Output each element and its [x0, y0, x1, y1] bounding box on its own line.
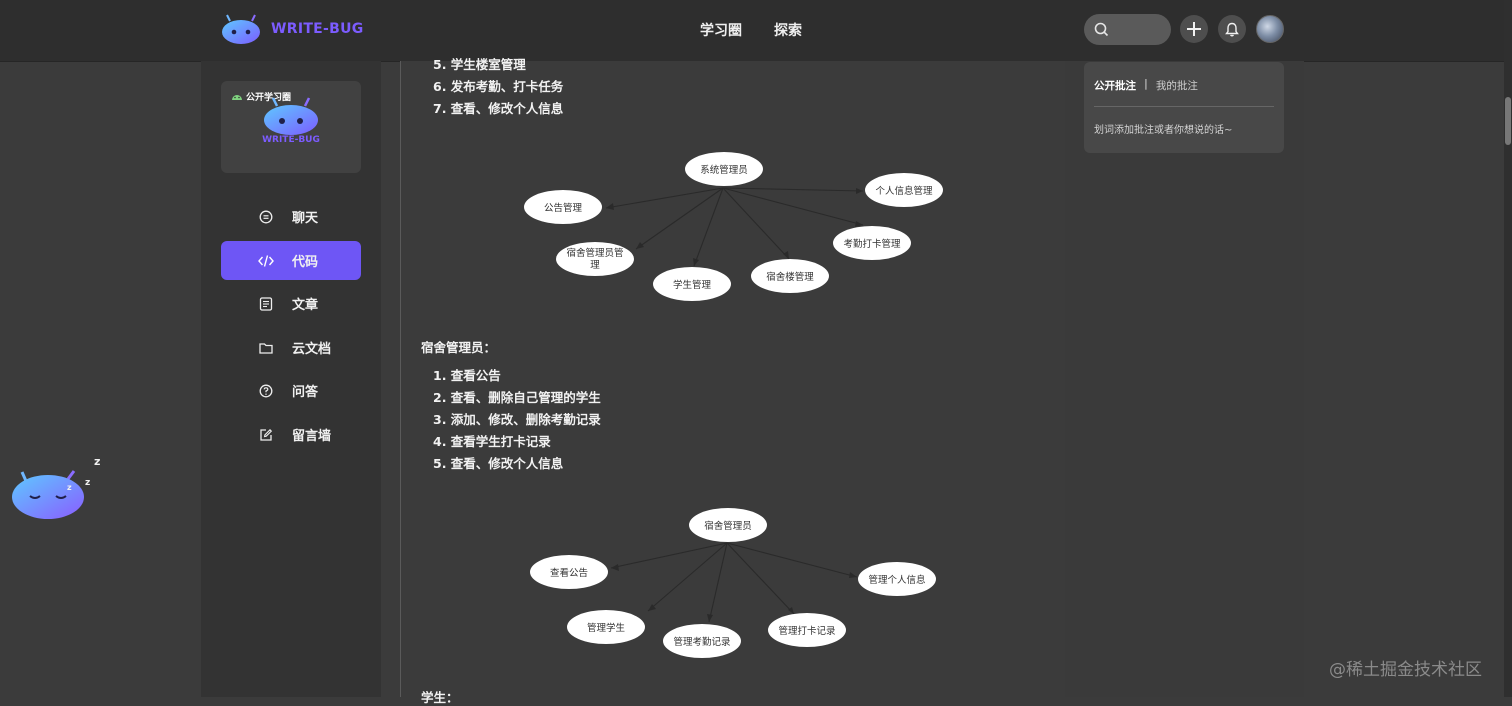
diagram-node: 理 — [590, 260, 600, 271]
list-item: 1. 查看公告 — [433, 368, 501, 383]
tab-my-annotations[interactable]: 我的批注 — [1155, 80, 1198, 92]
list-item: 4. 查看学生打卡记录 — [433, 434, 551, 449]
main-nav: 学习圈 探索 — [700, 20, 802, 40]
search-icon — [1094, 22, 1109, 37]
nav-item-explore[interactable]: 探索 — [774, 23, 802, 39]
sidebar-item-code[interactable]: 代码 — [221, 240, 361, 280]
list-item: 3. 添加、修改、删除考勤记录 — [433, 412, 601, 427]
brand-name: WRITE-BUG — [271, 21, 364, 37]
code-icon — [258, 254, 274, 267]
scrollbar-track[interactable] — [1504, 0, 1512, 697]
diagram-node: 个人信息管理 — [875, 185, 933, 197]
sidebar-item-qa[interactable]: 问答 — [221, 371, 361, 410]
tab-separator: | — [1144, 78, 1148, 90]
edit-icon — [260, 428, 273, 441]
bell-icon — [1225, 22, 1239, 36]
article-content: 5. 学生楼室管理 6. 发布考勤、打卡任务 7. 查看、修改个人信息 — [400, 57, 1066, 705]
robot-mascot-icon — [264, 97, 318, 135]
annotation-tabs: 公开批注 | 我的批注 — [1094, 78, 1198, 93]
annotation-panel — [1065, 61, 1304, 697]
annotation-hint: 划词添加批注或者你想说的话~ — [1094, 125, 1233, 136]
diagram-node: 学生管理 — [673, 279, 712, 291]
dorm-admin-diagram: 宿舍管理员 查看公告 管理个人信息 管理学生 管理考勤记录 管理打卡记录 — [530, 508, 936, 658]
tab-public-annotations[interactable]: 公开批注 — [1094, 80, 1136, 92]
sidebar-item-label: 聊天 — [292, 211, 319, 226]
search-input[interactable] — [1084, 14, 1171, 45]
watermark: @稀土掘金技术社区 — [1329, 660, 1482, 680]
folder-icon — [259, 342, 273, 354]
question-icon — [259, 384, 273, 398]
list-item: 2. 查看、删除自己管理的学生 — [433, 390, 601, 405]
diagram-node: 宿舍管理员管 — [566, 247, 623, 259]
diagram-node: 查看公告 — [550, 567, 588, 579]
dorm-admin-heading: 宿舍管理员： — [421, 340, 497, 355]
sleeping-mascot-icon[interactable]: z z z — [10, 455, 106, 525]
robot-logo-icon — [222, 14, 260, 44]
diagram-node: 管理打卡记录 — [778, 625, 836, 637]
sidebar-item-chat[interactable]: 聊天 — [221, 197, 361, 236]
card-brand-name: WRITE-BUG — [262, 135, 320, 145]
list-item: 5. 学生楼室管理 — [433, 57, 526, 72]
list-item: 7. 查看、修改个人信息 — [433, 101, 564, 116]
diagram-node: 公告管理 — [544, 202, 583, 214]
chat-icon — [259, 210, 273, 224]
dorm-admin-feature-list: 1. 查看公告 2. 查看、删除自己管理的学生 3. 添加、修改、删除考勤记录 … — [433, 365, 601, 475]
svg-text:z: z — [94, 455, 100, 468]
list-item: 6. 发布考勤、打卡任务 — [433, 79, 564, 94]
diagram-node-center: 系统管理员 — [700, 164, 748, 176]
avatar[interactable] — [1256, 15, 1284, 43]
svg-text:z: z — [67, 483, 72, 492]
scrollbar-thumb[interactable] — [1505, 97, 1511, 145]
plus-icon — [1187, 22, 1201, 36]
notifications-button[interactable] — [1218, 15, 1246, 43]
public-circle-tag: 公开学习圈 — [231, 90, 291, 103]
admin-feature-list: 5. 学生楼室管理 6. 发布考勤、打卡任务 7. 查看、修改个人信息 — [433, 54, 563, 120]
sidebar-item-label: 问答 — [292, 385, 319, 400]
sidebar-item-label: 代码 — [292, 254, 319, 270]
list-item: 5. 查看、修改个人信息 — [433, 456, 564, 471]
top-navigation-bar: WRITE-BUG 学习圈 探索 — [0, 0, 1512, 62]
svg-text:z: z — [85, 478, 90, 488]
diagram-node: 考勤打卡管理 — [843, 238, 901, 250]
student-heading: 学生： — [421, 690, 459, 705]
brand-logo[interactable]: WRITE-BUG — [220, 13, 364, 45]
public-circle-label: 公开学习圈 — [246, 93, 292, 103]
diagram-node: 管理学生 — [587, 622, 626, 634]
diagram-node: 管理考勤记录 — [673, 636, 731, 648]
sidebar-item-message-wall[interactable]: 留言墙 — [221, 415, 361, 454]
learning-circle-card[interactable]: 公开学习圈 WRITE-BUG — [221, 81, 361, 173]
sidebar-item-cloud-docs[interactable]: 云文档 — [221, 328, 361, 367]
diagram-node: 宿舍楼管理 — [766, 271, 814, 283]
diagram-node-center: 宿舍管理员 — [704, 520, 752, 532]
divider — [1094, 106, 1274, 107]
sidebar-item-label: 云文档 — [292, 341, 332, 357]
sidebar-item-label: 留言墙 — [292, 428, 332, 444]
create-button[interactable] — [1180, 15, 1208, 43]
article-icon — [259, 297, 273, 311]
diagram-node: 管理个人信息 — [868, 574, 925, 586]
annotation-card: 公开批注 | 我的批注 划词添加批注或者你想说的话~ — [1084, 62, 1284, 153]
sidebar-item-articles[interactable]: 文章 — [221, 284, 361, 323]
sidebar-menu: 聊天 代码 文章 云文档 问答 — [221, 197, 361, 458]
system-admin-diagram: 系统管理员 公告管理 个人信息管理 考勤打卡管理 宿舍管理员管 理 学生管理 宿… — [524, 152, 943, 301]
sidebar-item-label: 文章 — [292, 298, 319, 313]
nav-item-learning-circle[interactable]: 学习圈 — [700, 23, 742, 39]
android-icon — [232, 95, 242, 100]
